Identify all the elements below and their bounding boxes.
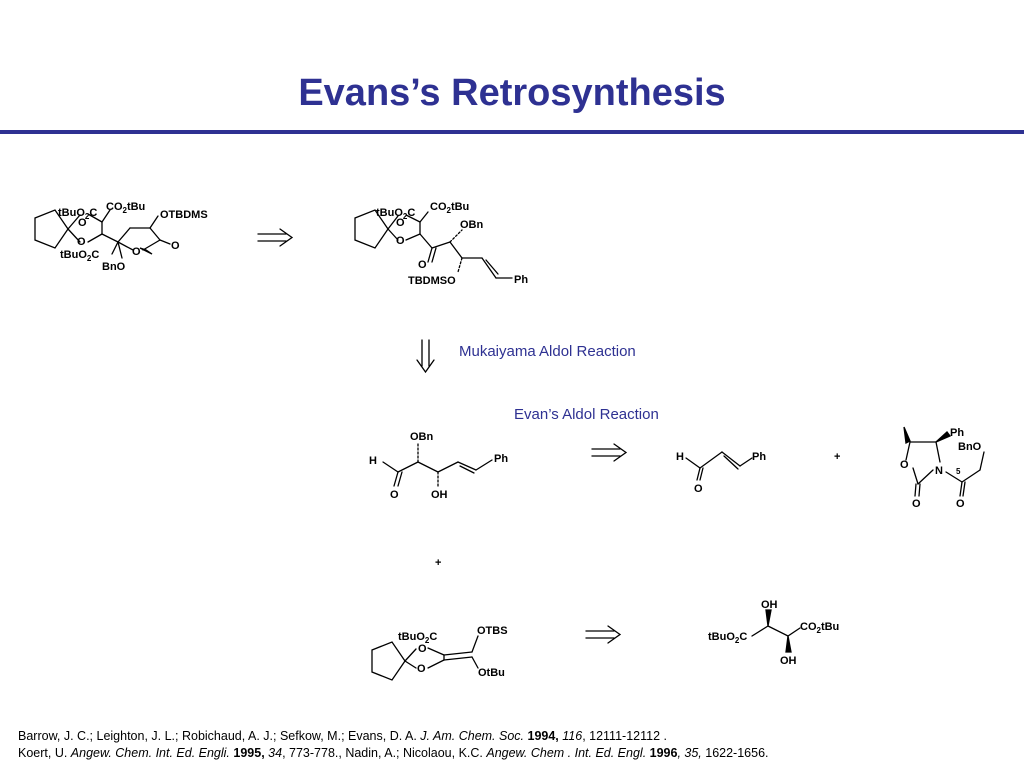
label-otbu: OtBu (478, 667, 505, 679)
references: Barrow, J. C.; Leighton, J. L.; Robichau… (18, 728, 769, 762)
lactone-structure: tBuO2C CO2tBu OTBDMS O O tBuO2C O O BnO (34, 201, 208, 273)
retro-down-arrow-icon (416, 339, 435, 374)
reference-1: Barrow, J. C.; Leighton, J. L.; Robichau… (18, 729, 667, 743)
oxazolidinone-structure: Ph BnO O N 5 O O (900, 426, 985, 510)
retro-arrow-icon (591, 443, 628, 462)
label-bno: BnO (958, 441, 982, 453)
label-o: O (132, 246, 141, 258)
cyclopentane-ring (34, 209, 69, 249)
label-n: N (935, 465, 943, 477)
label-tbuo2c: tBuO2C (398, 631, 437, 645)
aldehyde-structure: OBn H Ph O OH (369, 431, 508, 501)
label-tbuo2c: tBuO2C (376, 207, 415, 221)
label-o: O (396, 217, 405, 229)
ketene-acetal-structure: tBuO2C OTBS O O OtBu (371, 625, 508, 681)
mukaiyama-reaction-label: Mukaiyama Aldol Reaction (459, 343, 636, 360)
label-o: O (396, 235, 405, 247)
label-oh: OH (761, 599, 778, 611)
label-co2tbu: CO2tBu (430, 201, 469, 215)
label-otbs: OTBS (477, 625, 508, 637)
label-o: O (417, 663, 426, 675)
label-tbdmso: TBDMSO (408, 275, 456, 287)
retro-arrow-icon (257, 228, 294, 247)
ketone-structure: tBuO2C CO2tBu OBn O O O TBDMSO Ph (354, 201, 528, 287)
label-ph: Ph (514, 274, 528, 286)
label-tbuo2c-top: tBuO2C (58, 207, 97, 221)
label-tbuo2c: tBuO2C (708, 631, 747, 645)
label-oh: OH (431, 489, 448, 501)
label-o: O (78, 217, 87, 229)
label-o: O (694, 483, 703, 495)
plus-sign: + (435, 557, 441, 569)
tartrate-structure: OH CO2tBu tBuO2C OH (708, 599, 839, 667)
label-h: H (369, 455, 377, 467)
retro-arrow-icon (585, 625, 622, 644)
evans-aldol-reaction-label: Evan’s Aldol Reaction (514, 406, 659, 423)
label-ph: Ph (494, 453, 508, 465)
label-otbdms: OTBDMS (160, 209, 208, 221)
cyclopentane-ring (354, 209, 389, 249)
label-5: 5 (956, 467, 961, 476)
reference-2: Koert, U. Angew. Chem. Int. Ed. Engli. 1… (18, 746, 769, 760)
label-ph: Ph (950, 427, 964, 439)
cyclopentane-ring (371, 641, 406, 681)
plus-sign: + (834, 451, 840, 463)
label-o: O (77, 236, 86, 248)
slide-title: Evans’s Retrosynthesis (298, 72, 726, 114)
label-co2tbu: CO2tBu (800, 621, 839, 635)
label-o: O (390, 489, 399, 501)
label-oh: OH (780, 655, 797, 667)
label-bno: BnO (102, 261, 126, 273)
label-o: O (418, 259, 427, 271)
label-obn: OBn (410, 431, 434, 443)
label-o: O (418, 643, 427, 655)
cinnamaldehyde-structure: H Ph O (676, 451, 766, 495)
label-ph: Ph (752, 451, 766, 463)
label-tbuo2c-bottom: tBuO2C (60, 249, 99, 263)
label-o: O (171, 240, 180, 252)
title-underline (0, 130, 1024, 134)
label-h: H (676, 451, 684, 463)
label-o: O (900, 459, 909, 471)
label-co2tbu: CO2tBu (106, 201, 145, 215)
label-o: O (912, 498, 921, 510)
label-obn: OBn (460, 219, 484, 231)
label-o: O (956, 498, 965, 510)
